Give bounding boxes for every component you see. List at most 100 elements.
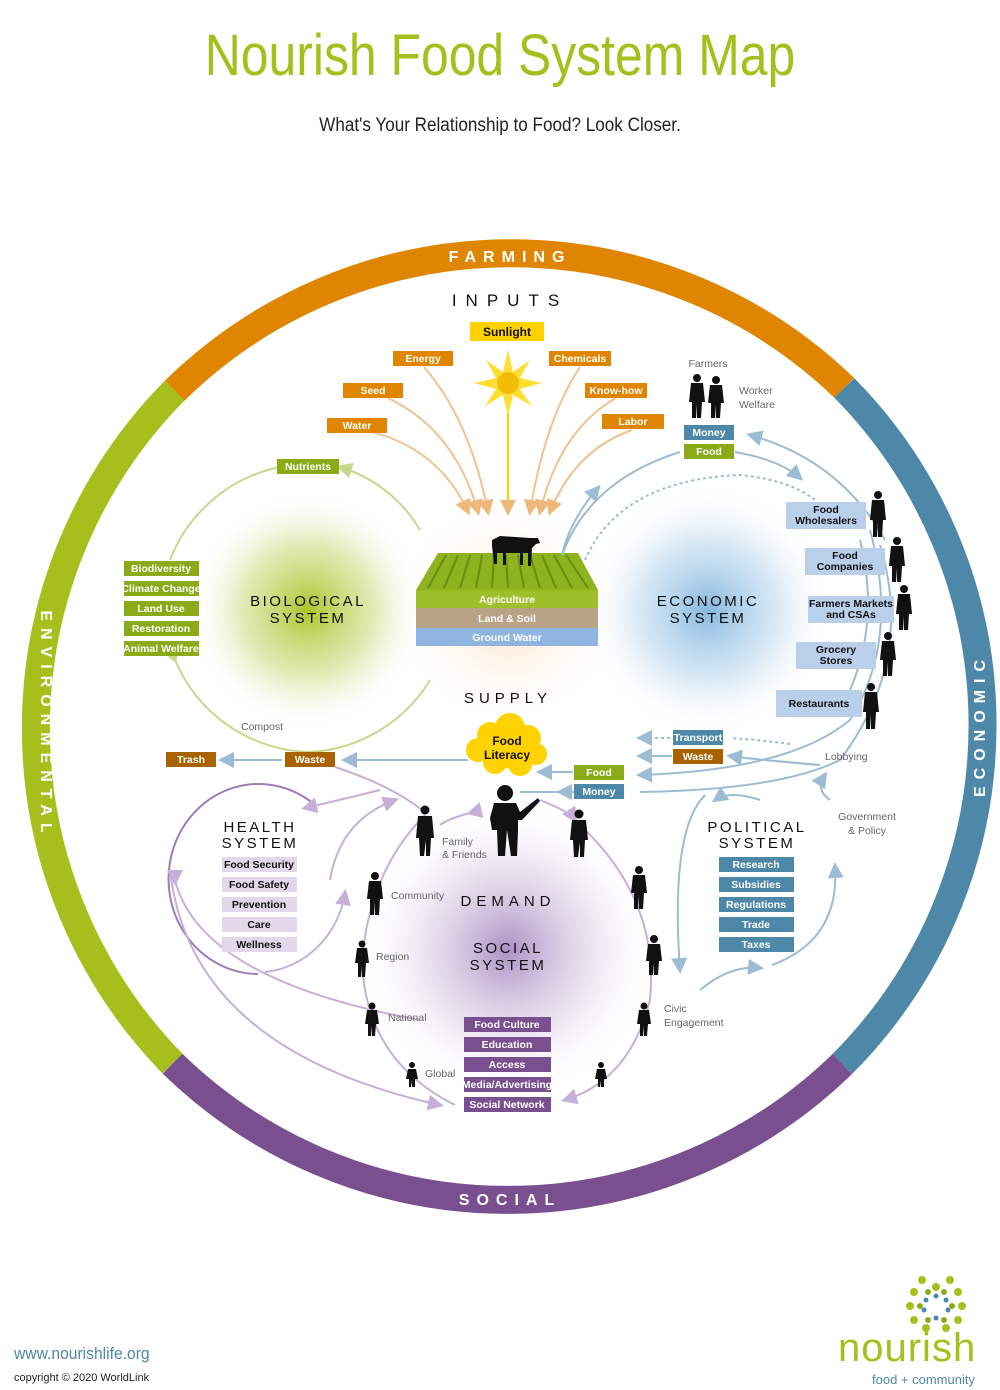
social-item: Access — [489, 1059, 526, 1071]
input-box — [549, 351, 611, 366]
health-item: Prevention — [232, 899, 286, 911]
farmers-food-label: Food — [696, 446, 722, 458]
health-item: Care — [247, 919, 271, 931]
website-link[interactable]: www.nourishlife.org — [14, 1344, 150, 1363]
consumer-person-icon — [490, 785, 540, 856]
actor-label: Wholesalers — [795, 515, 857, 527]
social-glow — [358, 800, 658, 1100]
input-label: Chemicals — [554, 353, 607, 365]
biological-item: Climate Change — [121, 583, 201, 595]
economic-waste-box — [673, 749, 723, 764]
civic-engagement-label: Engagement — [664, 1017, 724, 1029]
transport-box — [673, 730, 723, 745]
health-item: Wellness — [236, 939, 281, 951]
farmers-money-box — [684, 425, 734, 440]
actor-box — [796, 642, 876, 669]
economic-actors: Food Wholesalers Food Companies Farmers … — [776, 502, 894, 717]
social-item: Food Culture — [474, 1019, 539, 1031]
food-literacy-label: Food — [492, 734, 521, 748]
biological-title: BIOLOGICAL — [250, 593, 366, 610]
person-icon — [896, 585, 912, 630]
person-icon — [406, 1062, 418, 1087]
economic-waste-label: Waste — [683, 751, 714, 763]
political-title: POLITICAL — [707, 819, 806, 836]
person-icon — [863, 683, 879, 729]
consumer-money-label: Money — [582, 786, 615, 798]
economic-glow — [583, 485, 833, 735]
copyright-text: copyright © 2020 WorldLink — [14, 1372, 150, 1384]
ring-segment-economic — [832, 378, 997, 1074]
health-title: HEALTH — [223, 819, 296, 836]
person-icon — [355, 940, 369, 977]
transport-label: Transport — [674, 732, 723, 744]
biological-glow — [188, 490, 428, 730]
ring-segment-farming — [164, 239, 855, 401]
input-items-left: Energy Seed Water — [327, 351, 453, 433]
ring-label-economic: ECONOMIC — [972, 653, 989, 797]
sunlight-label: Sunlight — [483, 325, 531, 339]
person-icon — [595, 1062, 607, 1087]
consumer-food-box — [574, 765, 624, 780]
consumer-food-label: Food — [586, 767, 612, 779]
health-title: SYSTEM — [222, 835, 299, 852]
nutrients-box — [277, 459, 339, 474]
input-label: Labor — [618, 416, 647, 428]
person-icon — [637, 1002, 651, 1036]
input-box — [393, 351, 453, 366]
health-item: Food Security — [224, 859, 294, 871]
lobbying-label: Lobbying — [825, 751, 868, 763]
nourish-logo-tagline: food + community — [872, 1372, 975, 1387]
person-icon — [880, 632, 896, 676]
political-items: Research Subsidies Regulations Trade Tax… — [719, 857, 794, 952]
actor-label: and CSAs — [826, 609, 876, 621]
ring-segment-environmental — [21, 380, 185, 1074]
input-items-right: Chemicals Know-how Labor — [549, 351, 664, 429]
ring-label-farming: FARMING — [449, 249, 572, 266]
actor-label: Food — [832, 550, 858, 562]
political-cycle — [671, 771, 844, 991]
actor-label: Food — [813, 504, 839, 516]
layer-label: Land & Soil — [478, 613, 536, 625]
supply-heading: SUPPLY — [464, 690, 552, 707]
ring-label-environmental: ENVIRONMENTAL — [37, 610, 54, 839]
social-title: SOCIAL — [473, 940, 543, 957]
nourish-logo-icon — [906, 1276, 966, 1332]
social-person-icons — [355, 805, 662, 1087]
layer-land-soil — [416, 608, 598, 628]
actor-label: Grocery — [816, 644, 856, 656]
person-icon — [870, 491, 886, 537]
consumer-money-box — [574, 784, 624, 799]
biological-item: Land Use — [137, 603, 184, 615]
page-subtitle: What's Your Relationship to Food? Look C… — [319, 115, 681, 136]
sun-icon — [474, 350, 542, 416]
waste-label: Waste — [295, 754, 326, 766]
actor-label: Companies — [817, 561, 874, 573]
person-icon — [416, 805, 434, 856]
biological-item: Animal Welfare — [123, 643, 199, 655]
social-item: Education — [482, 1039, 533, 1051]
ring-label-social: SOCIAL — [459, 1192, 561, 1209]
political-item: Research — [732, 859, 779, 871]
economic-title: SYSTEM — [670, 610, 747, 627]
health-cycle — [167, 766, 444, 1111]
social-title: SYSTEM — [470, 957, 547, 974]
ring-segment-social — [162, 1053, 853, 1214]
worker-welfare-label: Worker — [739, 385, 773, 397]
input-arrows — [371, 366, 633, 516]
farmers-money-label: Money — [692, 427, 725, 439]
sunlight-box — [470, 322, 544, 341]
nourish-logo-wordmark: nourish — [838, 1326, 977, 1370]
actor-box — [808, 596, 894, 623]
biological-item: Restoration — [132, 623, 190, 635]
political-item: Trade — [742, 919, 770, 931]
compost-label: Compost — [241, 721, 283, 733]
actor-person-icons — [863, 491, 912, 729]
trash-label: Trash — [177, 754, 205, 766]
farm-block: Agriculture Land & Soil Ground Water — [416, 553, 598, 646]
actor-label: Restaurants — [789, 698, 850, 710]
biological-title: SYSTEM — [270, 610, 347, 627]
input-label: Know-how — [589, 385, 643, 397]
social-item: Social Network — [469, 1099, 544, 1111]
health-item: Food Safety — [229, 879, 289, 891]
